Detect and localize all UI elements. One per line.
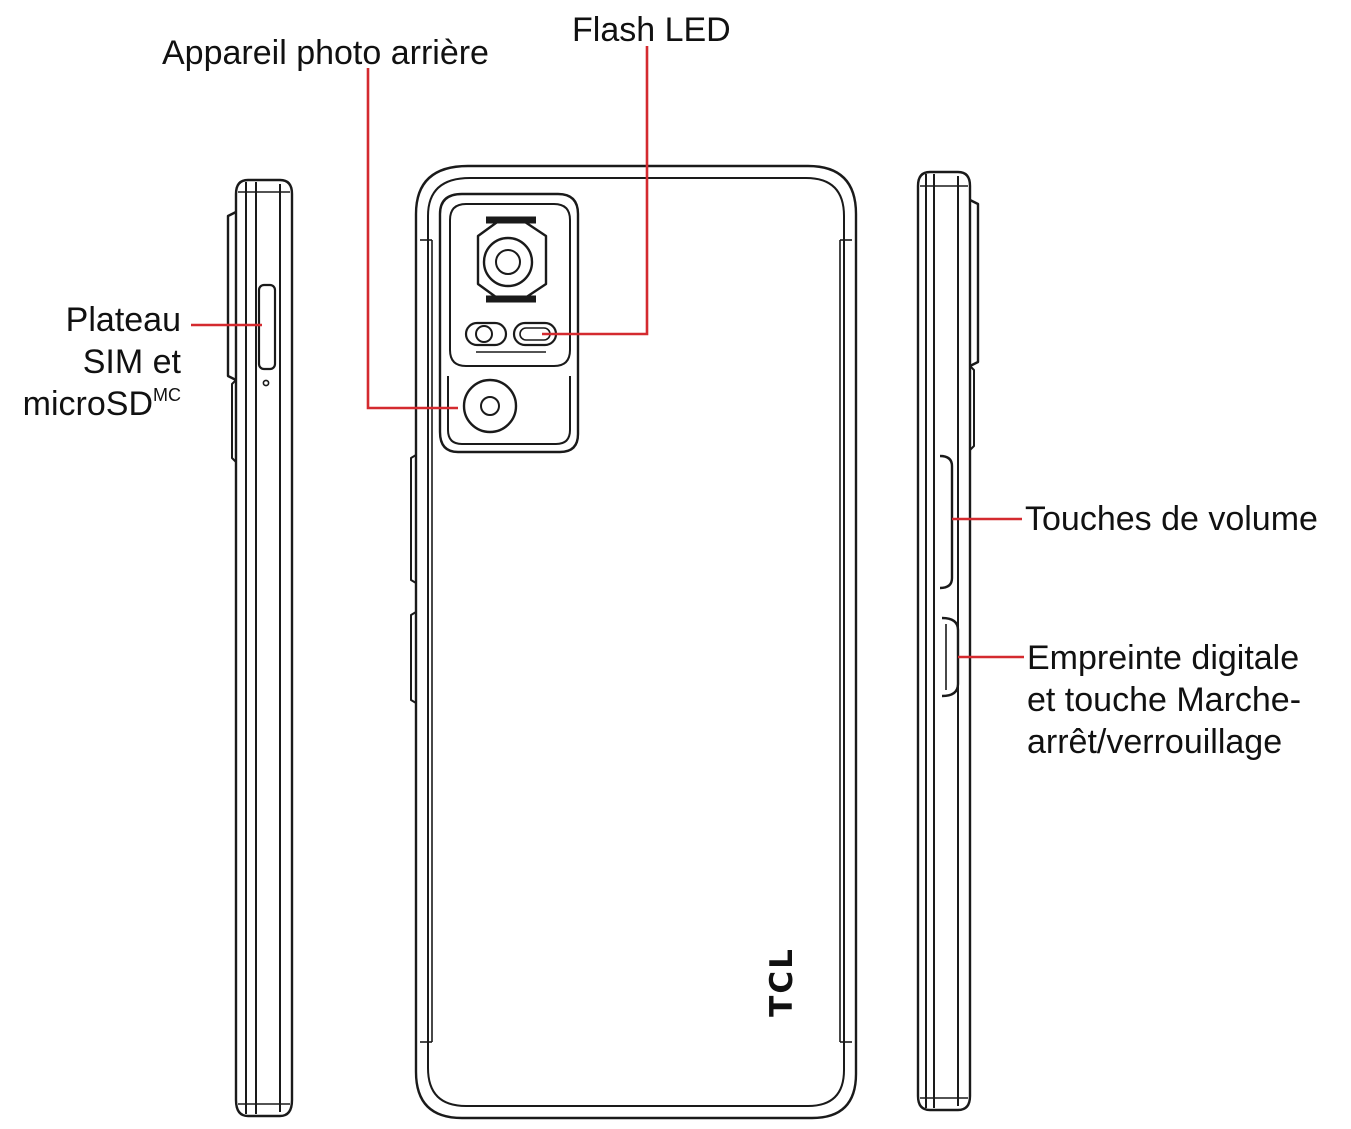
sim-tray-label-line3: microSDMC (0, 383, 181, 425)
callout-flash (542, 46, 649, 336)
camera-module-bottom-lip (447, 376, 571, 445)
power-key-label-line2: et touche Marche- (1027, 681, 1302, 719)
rear-camera-label: Appareil photo arrière (162, 34, 489, 72)
right-side-view (916, 170, 980, 1112)
sim-tray-label: Plateau SIM et microSDMC (0, 299, 181, 425)
left-frame-outer (234, 178, 294, 1118)
tcl-logo: TCL (764, 947, 800, 1017)
power-key (941, 616, 960, 698)
power-key-label-line1: Empreinte digitale (1027, 639, 1300, 677)
volume-key (939, 454, 954, 590)
main-camera-octagon (476, 218, 548, 302)
depth-camera-outer (462, 378, 518, 434)
sim-tray-label-line2: SIM et (82, 343, 181, 381)
right-frame-outer (916, 170, 972, 1112)
back-outer-outline (414, 164, 858, 1120)
sim-tray-label-line3-text: microSD (22, 385, 153, 423)
sensor-row (464, 321, 558, 353)
power-key-label-line3: arrêt/verrouillage (1027, 723, 1283, 761)
left-camera-bump (226, 210, 237, 382)
back-view (410, 164, 858, 1120)
right-camera-bump-lower (969, 365, 975, 451)
left-side-view (226, 178, 294, 1118)
sim-tray-label-line1: Plateau (65, 301, 181, 339)
depth-camera-inner (480, 396, 500, 416)
macro-sensor-pill (464, 321, 508, 347)
main-camera-lens-outer (482, 236, 534, 288)
sim-eject-hole (262, 379, 270, 387)
sim-tray-slot (257, 283, 277, 371)
callout-lines (191, 46, 1024, 659)
left-camera-bump-lower (231, 379, 237, 463)
back-side-buttons-hint (410, 454, 417, 704)
right-camera-bump (969, 198, 980, 368)
macro-sensor-lens (475, 325, 493, 343)
camera-module-inner (449, 203, 571, 367)
main-camera (476, 216, 548, 303)
back-inner-outline (427, 177, 845, 1107)
volume-keys-label: Touches de volume (1025, 500, 1318, 538)
power-key-label: Empreinte digitale et touche Marche- arr… (1027, 637, 1301, 763)
callout-rear-camera (366, 68, 458, 410)
flash-led-label: Flash LED (572, 11, 731, 49)
camera-module-outer (438, 192, 580, 454)
sim-tray-superscript: MC (153, 385, 181, 405)
main-camera-lens-inner (495, 249, 521, 275)
